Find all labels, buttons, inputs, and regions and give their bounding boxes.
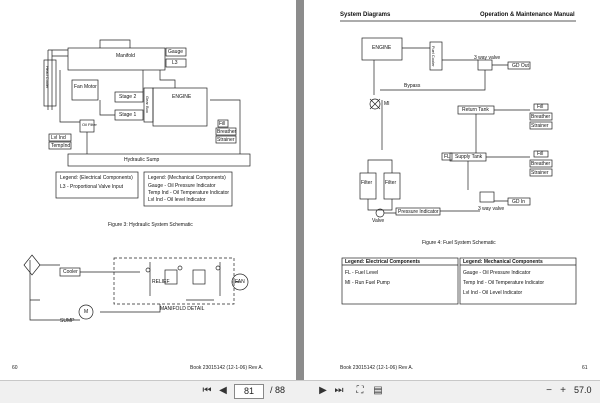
last-page-icon[interactable]: ⏭ [334,385,344,396]
total-pages: / 88 [270,385,286,395]
label-mi: MI [384,101,390,107]
fullscreen-icon[interactable]: ⛶ [356,385,364,396]
label-stage2: Stage 2 [119,94,137,100]
pdf-page-right: System Diagrams Operation & Maintenance … [304,0,600,380]
label-fan: FAN [235,279,245,285]
label-fill: Fill [219,121,226,127]
label-return-tank: Return Tank [462,107,489,113]
header-system-diagrams: System Diagrams [340,12,391,18]
label-strainer-1: Strainer [531,123,549,129]
label-gd-in: GD In [512,199,526,205]
label-hydraulic-sump: Hydraulic Sump [124,157,160,163]
page-number: 60 [12,365,18,371]
label-sump: SUMP [60,318,75,324]
label-gear-box: Gear Box [145,96,150,113]
legend-mechanical-item: Gauge - Oil Pressure Indicator [148,183,216,189]
label-pressure-indicator: Pressure Indicator [398,209,439,215]
label-gauge: Gauge [168,49,184,55]
legend-electrical-title: Legend: Electrical Components [345,259,421,265]
label-engine: ENGINE [372,45,392,51]
label-manifold-detail: MANIFOLD DETAIL [160,306,205,312]
fuel-schematic-lines [340,20,577,305]
legend-mechanical-item: Lvl Ind - Oil level Indicator [148,197,206,203]
label-head-cooler: Head Cooler [45,66,50,89]
label-bypass: Bypass [404,83,421,89]
label-tempind: TempInd [51,143,71,149]
page-gutter [296,0,304,380]
page-view-icon[interactable]: ▤ [373,385,383,396]
label-manifold: Manifold [116,53,135,59]
label-filter-1: Filter [361,180,373,186]
label-supply-tank: Supply Tank [455,154,483,160]
figure-caption: Figure 3: Hydraulic System Schematic [108,222,193,228]
label-stage1: Stage 1 [119,112,137,118]
pdf-page-left: Manifold Gauge L3 Fan Motor Stage 2 Stag… [0,0,296,380]
zoom-in-icon[interactable]: + [560,385,566,396]
label-filter-2: Filter [385,180,397,186]
legend-mechanical-item: Gauge - Oil Pressure Indicator [463,270,531,276]
label-fill-1: Fill [537,104,544,110]
legend-mechanical-title: Legend: (Mechanical Components) [148,175,226,181]
hydraulic-schematic-lines [23,39,251,321]
label-breather-2: Breather [531,161,551,167]
figure-caption: Figure 4: Fuel System Schematic [422,240,496,246]
label-motor: M [84,309,89,315]
label-valve: Valve [372,218,385,224]
label-fan-motor: Fan Motor [74,84,97,90]
legend-electrical-item: FL - Fuel Level [345,270,379,276]
page-number-input[interactable]: 81 [234,384,264,399]
label-oil-filter: Oil Filter [82,122,97,127]
label-relief: RELIEF [152,279,170,285]
zoom-out-icon[interactable]: − [546,385,552,396]
legend-electrical-title: Legend: (Electrical Components) [60,175,133,181]
book-reference: Book 23015142 (12-1-06) Rev A. [190,365,264,371]
next-page-icon[interactable]: ▶ [319,385,327,396]
label-breather-1: Breather [531,114,551,120]
previous-page-icon[interactable]: ◀ [219,385,227,396]
label-fl: FL [444,154,450,160]
viewer-toolbar [0,380,600,403]
label-strainer-2: Strainer [531,170,549,176]
label-strainer: Strainer [217,137,235,143]
first-page-icon[interactable]: ⏮ [202,385,212,396]
legend-electrical-item: MI - Run Fuel Pump [345,280,390,286]
label-fill-2: Fill [537,151,544,157]
label-gd-out: GD Out [512,63,529,69]
label-lvl-ind: Lvl Ind [51,135,66,141]
legend-mechanical-item: Temp Ind - Oil Temperature Indicator [463,280,545,286]
label-3-way-valve: 3 way valve [474,55,501,61]
legend-mechanical-item: Lvl Ind - Oil Level Indicator [463,290,523,296]
label-breather: Breather [217,129,237,135]
label-3-way-valve-2: 3 way valve [478,206,505,212]
legend-electrical-item: L3 - Proportional Valve Input [60,184,124,190]
label-engine: ENGINE [172,94,192,100]
legend-mechanical-title: Legend: Mechanical Components [463,259,543,265]
page-number: 61 [582,365,588,371]
label-fuel-cooler: Fuel Cooler [431,46,436,67]
label-l3: L3 [172,60,178,66]
book-reference: Book 23015142 (12-1-06) Rev A. [340,365,414,371]
zoom-level[interactable]: 57.0 [574,385,592,395]
legend-mechanical-item: Temp Ind - Oil Temperature Indicator [148,190,230,196]
header-manual-title: Operation & Maintenance Manual [480,12,575,18]
label-cooler: Cooler [63,269,78,275]
